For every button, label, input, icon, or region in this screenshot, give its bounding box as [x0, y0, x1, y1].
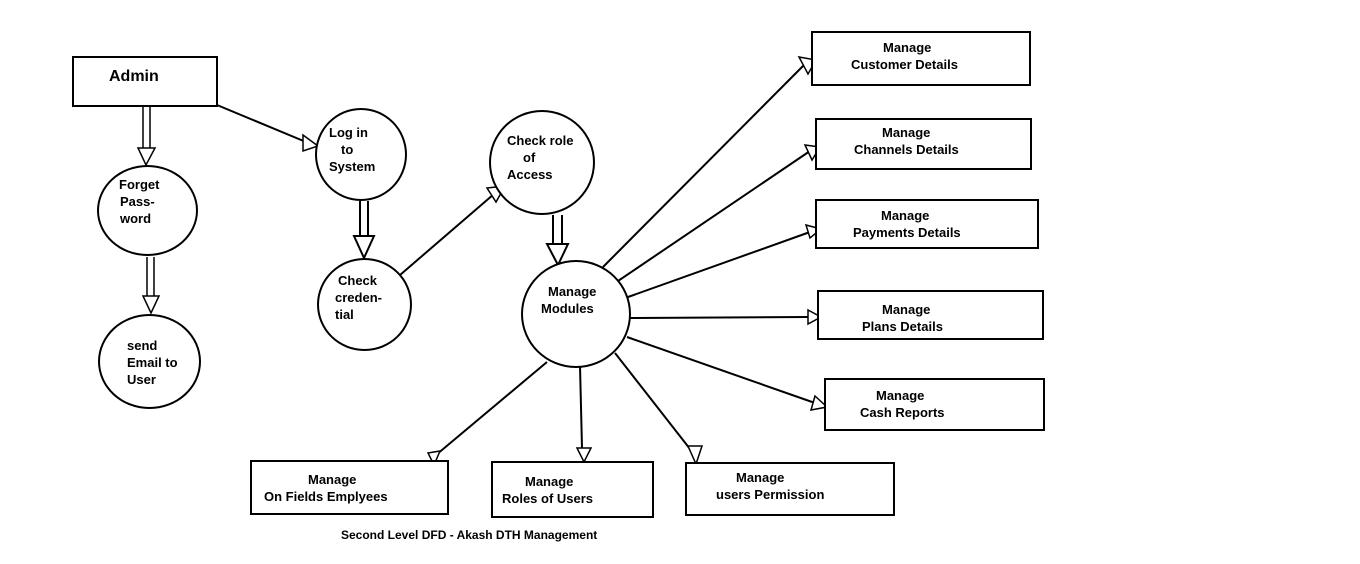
login-process: [315, 108, 407, 201]
payments-label-2: Payments Details: [853, 225, 961, 240]
check-credential-process: [317, 258, 412, 351]
roles-label-1: Manage: [525, 474, 574, 489]
customer-details-entity: [811, 31, 1031, 86]
arrow-modules-to-roles: [575, 365, 593, 464]
check-role-label-2: of: [523, 150, 536, 165]
arrow-modules-to-plans: [629, 308, 823, 326]
users-permission-entity: [685, 462, 895, 516]
arrow-modules-to-onfield: [426, 361, 548, 467]
channels-details-entity: [815, 118, 1032, 170]
login-label-1: Log in: [329, 125, 368, 140]
arrow-credential-to-role: [399, 185, 507, 276]
onfield-employees-entity: [250, 460, 449, 515]
plans-details-entity: [817, 290, 1044, 340]
roles-label-2: Roles of Users: [502, 491, 594, 506]
roles-of-users-entity: [491, 461, 654, 518]
permission-label-2: users Permission: [716, 487, 825, 502]
diagram-caption: Second Level DFD - Akash DTH Management: [341, 528, 598, 542]
permission-label-1: Manage: [736, 470, 785, 485]
check-credential-label-2: creden-: [335, 290, 382, 305]
onfield-label-2: On Fields Emplyees: [264, 489, 388, 504]
customer-label-2: Customer Details: [851, 57, 958, 72]
manage-modules-process: [521, 260, 631, 368]
forget-password-process: [97, 165, 198, 256]
manage-modules-label-2: Modules: [541, 301, 594, 316]
arrow-modules-to-cash: [626, 336, 829, 411]
cash-label-1: Manage: [876, 388, 925, 403]
admin-entity: [72, 56, 218, 107]
channels-label-2: Channels Details: [854, 142, 959, 157]
arrow-admin-to-forget: [136, 107, 157, 167]
send-email-label-2: Email to: [127, 355, 178, 370]
plans-label-2: Plans Details: [862, 319, 943, 334]
admin-label: Admin: [109, 68, 159, 85]
send-email-label-1: send: [127, 338, 158, 353]
cash-reports-entity: [824, 378, 1045, 431]
payments-details-entity: [815, 199, 1039, 249]
forget-password-label-3: word: [120, 211, 152, 226]
arrow-login-to-credential: [352, 201, 376, 261]
check-credential-label-3: tial: [335, 307, 354, 322]
channels-label-1: Manage: [882, 125, 931, 140]
plans-label-1: Manage: [882, 302, 931, 317]
login-label-2: to: [341, 142, 354, 157]
check-role-process: [489, 110, 595, 215]
check-role-label-1: Check role: [507, 133, 574, 148]
payments-label-1: Manage: [881, 208, 930, 223]
arrow-modules-to-customer: [602, 55, 818, 268]
forget-password-label-2: Pass-: [120, 194, 155, 209]
manage-modules-label-1: Manage: [548, 284, 597, 299]
check-role-label-3: Access: [507, 167, 553, 182]
arrow-modules-to-permission: [614, 352, 704, 467]
customer-label-1: Manage: [883, 40, 932, 55]
cash-label-2: Cash Reports: [860, 405, 945, 420]
onfield-label-1: Manage: [308, 472, 357, 487]
send-email-process: [98, 314, 201, 409]
arrow-forget-to-email: [141, 257, 161, 315]
forget-password-label-1: Forget: [119, 177, 160, 192]
send-email-label-3: User: [127, 372, 156, 387]
arrow-admin-to-login: [216, 104, 320, 153]
arrow-role-to-modules: [545, 215, 570, 268]
arrow-modules-to-channels: [617, 144, 822, 282]
login-label-3: System: [329, 159, 376, 174]
check-credential-label-1: Check: [338, 273, 378, 288]
arrow-modules-to-payments: [627, 223, 823, 298]
